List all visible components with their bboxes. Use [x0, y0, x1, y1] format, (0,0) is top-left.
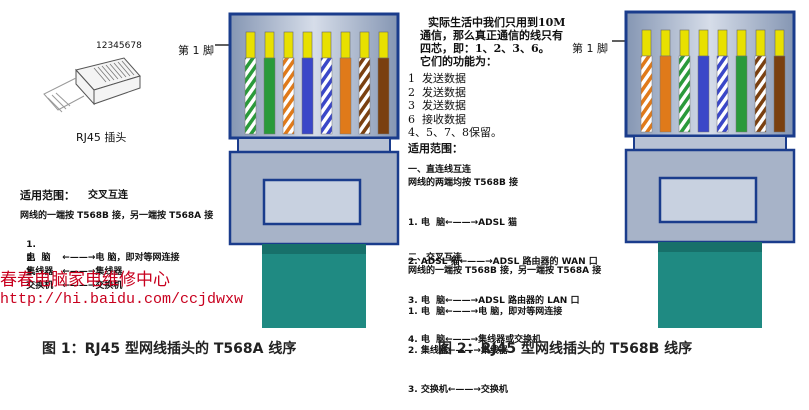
connection-to: 集线器: [95, 267, 123, 277]
pin-1-label-right: 第 1 脚: [572, 42, 608, 55]
connection-number: 2.: [26, 254, 36, 264]
double-arrow-icon: ←——→: [62, 267, 96, 277]
crossover-title: 二、交叉互连: [408, 253, 463, 263]
pin-1-label-left: 第 1 脚: [178, 44, 214, 57]
crossover-list: 1. 电 脑←——→电 脑，即对等网连接 2. 集线器←——→集线器 3. 交换…: [408, 280, 562, 410]
crossover-rule-middle: 网线的一端按 T568B 接，另一端按 T568A 接: [408, 266, 602, 276]
list-item: 2. ADSL 猫←——→ADSL 路由器的 WAN 口: [408, 257, 598, 267]
list-item: 2. 集线器←——→集线器: [408, 346, 508, 356]
double-arrow-icon: ←——→: [62, 253, 96, 263]
watermark-title: 春春电脑家电维修中心: [0, 270, 170, 290]
figure-2-caption: 图 2：RJ45 型网线插头的 T568B 线序: [438, 341, 693, 357]
connection-row: 3. 交换机←——→交换机: [20, 254, 122, 293]
straight-through-rule: 网线的两端均按 T568B 接: [408, 178, 519, 188]
scope-type-left: 交叉互连: [88, 190, 128, 201]
list-item: 3. 交换机←——→交换机: [408, 385, 508, 395]
connection-from: 电 脑: [26, 253, 51, 263]
rj45-connector-icon: [43, 57, 141, 113]
connection-to: 电 脑，即对等网连接: [95, 253, 180, 263]
scope-title-middle: 适用范围：: [408, 142, 463, 155]
crossover-rule-left: 网线的一端按 T568B 接，另一端按 T568A 接: [20, 211, 214, 221]
function-item: 1 发送数据: [408, 72, 466, 85]
figure-1-caption: 图 1：RJ45 型网线插头的 T568A 线序: [42, 341, 297, 357]
list-item: 1. 电 脑←——→电 脑，即对等网连接: [408, 307, 563, 317]
straight-through-title: 一、直连线互连: [408, 165, 472, 175]
intro-line: 它们的功能为：: [420, 55, 497, 68]
connection-number: 3.: [26, 268, 36, 278]
part-number-label: 12345678: [96, 41, 142, 51]
list-item: 1. 电 脑←——→ADSL 猫: [408, 218, 517, 228]
rj45-plug-t568b: [624, 10, 796, 328]
connection-number: 1.: [26, 240, 36, 250]
function-list: 1 发送数据 2 发送数据 3 发送数据 6 接收数据 4、5、7、8保留。: [408, 72, 502, 140]
intro-notes: 实际生活中我们只用到10M 通信，那么真正通信的线只有 四芯，即：1、2、3、6…: [420, 16, 565, 68]
function-item: 2 发送数据: [408, 85, 466, 99]
intro-line: 四芯，即：1、2、3、6。: [420, 42, 550, 55]
straight-through-list: 1. 电 脑←——→ADSL 猫 2. ADSL 猫←——→ADSL 路由器的 …: [408, 191, 598, 360]
connection-to: 交换机: [95, 281, 123, 291]
connection-from: 集线器: [26, 267, 54, 277]
intro-line: 实际生活中我们只用到10M: [428, 16, 566, 29]
connection-row: 2. 集线器←——→集线器: [20, 240, 122, 279]
function-item: 4、5、7、8保留。: [408, 126, 502, 139]
list-item: 3. 电 脑←——→ADSL 路由器的 LAN 口: [408, 296, 580, 306]
connection-from: 交换机: [26, 281, 54, 291]
intro-line: 通信，那么真正通信的线只有: [420, 29, 563, 42]
rj45-plug-label: RJ45 插头: [76, 131, 127, 144]
connection-row: 1. 电 脑 ←——→电 脑，即对等网连接: [20, 226, 180, 265]
rj45-plug-t568a: [228, 12, 400, 328]
function-item: 3 发送数据: [408, 99, 466, 112]
scope-title-left: 适用范围：: [20, 189, 75, 202]
watermark-url: http://hi.baidu.com/ccjdwxw: [0, 291, 244, 308]
double-arrow-icon: ←——→: [62, 281, 96, 291]
function-item: 6 接收数据: [408, 112, 466, 126]
list-item: 4. 电 脑←——→集线器或交换机: [408, 335, 542, 345]
